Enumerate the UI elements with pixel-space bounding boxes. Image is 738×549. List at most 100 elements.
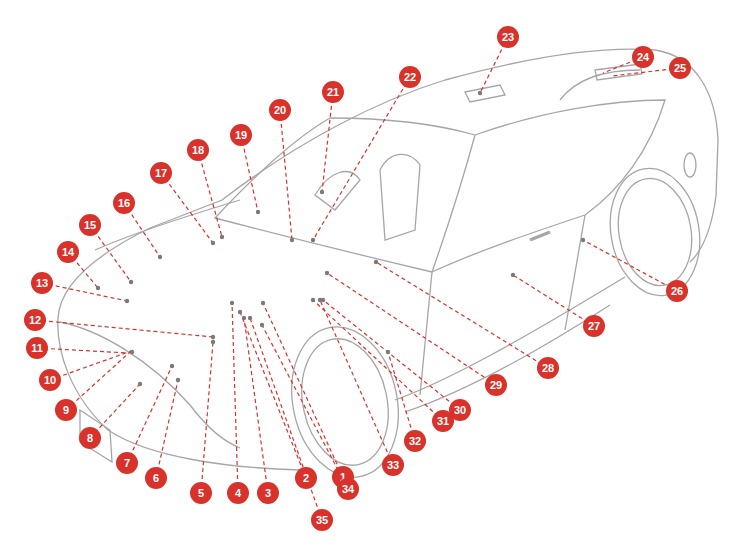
leader-line [198,150,222,237]
rear-camera-housing [595,64,642,80]
callout-number: 34 [337,478,359,500]
callout-number: 2 [295,467,317,489]
leader-line [313,77,410,240]
sensor-point [242,316,246,320]
sensor-point [261,301,265,305]
callout-number: 13 [31,272,53,294]
bumper-crease [60,322,240,448]
callout-number: 22 [399,66,421,88]
leader-line [42,283,127,301]
steering-wheel [315,172,360,210]
sensor-point [374,260,378,264]
callout-number: 14 [57,241,79,263]
rear-wheel-arch [601,161,710,302]
sensor-point [96,286,100,290]
callout-number: 4 [227,482,249,504]
sensor-point [256,210,260,214]
callout-number: 16 [113,192,135,214]
leader-line [35,320,213,337]
sensor-point [220,235,224,239]
sill-line [405,305,610,412]
sensor-point [125,299,129,303]
callout-number: 23 [497,26,519,48]
leader-line [244,318,268,493]
sensor-point [511,273,515,277]
sensor-point [478,91,482,95]
sensor-point [290,238,294,242]
leader-line [250,318,322,520]
sensor-points [96,91,585,386]
callout-number: 25 [669,57,691,79]
leader-line [280,110,292,240]
callout-number: 10 [39,369,61,391]
leader-line [201,342,213,493]
leader-line [513,275,594,326]
leader-line [313,300,443,421]
callout-number: 24 [632,46,654,68]
sensor-point [386,350,390,354]
sensor-point [211,241,215,245]
sensor-point [129,280,133,284]
callout-number: 33 [382,454,404,476]
sensor-point [238,310,242,314]
leader-line [37,348,128,353]
leader-line [376,262,548,368]
leader-line [156,380,178,478]
callout-number: 32 [404,430,426,452]
leader-line [583,240,677,291]
leader-line [262,325,348,489]
sensor-point [158,255,162,259]
sensor-point [176,378,180,382]
callout-number: 27 [583,315,605,337]
leader-line [320,300,393,465]
leader-line [161,173,213,243]
sensor-point [260,323,264,327]
door-handle [530,232,550,240]
sensor-point [248,316,252,320]
callout-number: 3 [257,482,279,504]
sensor-point [325,271,329,275]
leader-line [66,352,130,410]
sensor-point [318,298,322,302]
leader-line [50,350,134,380]
callout-number: 7 [116,452,138,474]
leader-line [127,366,172,463]
callout-number: 35 [311,509,333,531]
rear-light [684,153,696,177]
callout-number: 6 [145,467,167,489]
callout-number: 11 [26,337,48,359]
leader-line [241,135,258,212]
leader-line [323,300,460,410]
callout-number: 28 [537,357,559,379]
rear-wheel [610,173,700,292]
sensor-point [138,382,142,386]
car-outline [58,49,718,487]
callout-number: 9 [55,399,77,421]
callout-number: 31 [432,410,454,432]
callout-number: 8 [79,427,101,449]
sensor-point [211,340,215,344]
sensor-point [320,190,324,194]
callout-number: 5 [190,482,212,504]
callout-number: 29 [485,374,507,396]
callout-number: 20 [269,99,291,121]
body-silhouette [58,49,718,318]
sensor-point [211,335,215,339]
seat [380,154,420,240]
windshield [215,118,475,272]
leader-line [388,352,415,441]
leader-line [232,303,238,493]
callout-number: 15 [79,214,101,236]
leader-line [327,273,496,385]
leader-lines [35,37,680,520]
sensor-point [230,301,234,305]
callout-number: 18 [187,139,209,161]
leader-line [240,312,306,478]
door-rear-edge [565,215,585,330]
front-plate [80,410,112,462]
callout-number: 19 [230,124,252,146]
sensor-point [581,238,585,242]
front-wheel-arch [278,317,411,487]
